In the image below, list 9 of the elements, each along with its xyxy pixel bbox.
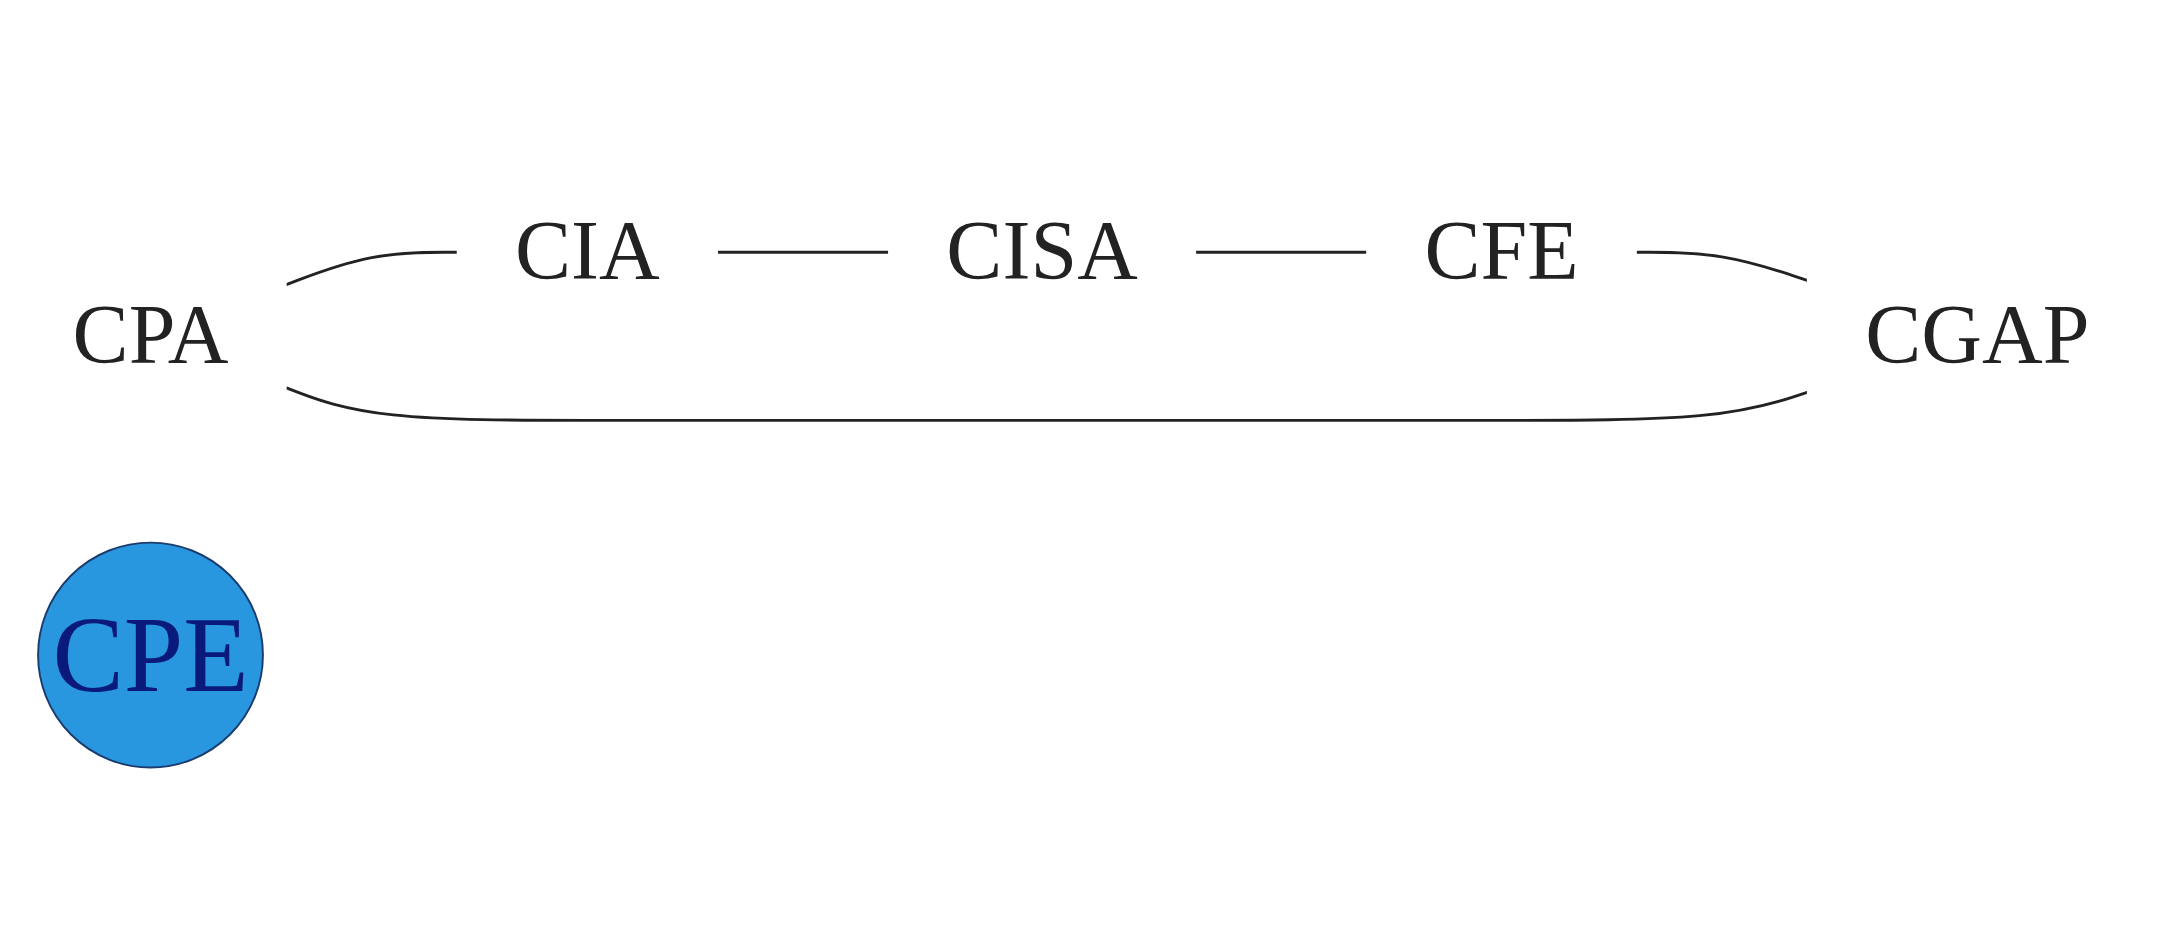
node-text: CISA: [946, 204, 1138, 299]
node-text: CGAP: [1865, 288, 2090, 383]
node-text: CIA: [514, 204, 660, 299]
connector: [285, 250, 458, 287]
node-circle: CPE: [37, 541, 264, 769]
connector: [1195, 250, 1368, 254]
node-text: CFE: [1424, 204, 1579, 299]
connector: [717, 250, 889, 254]
node-text: CPA: [72, 288, 229, 383]
